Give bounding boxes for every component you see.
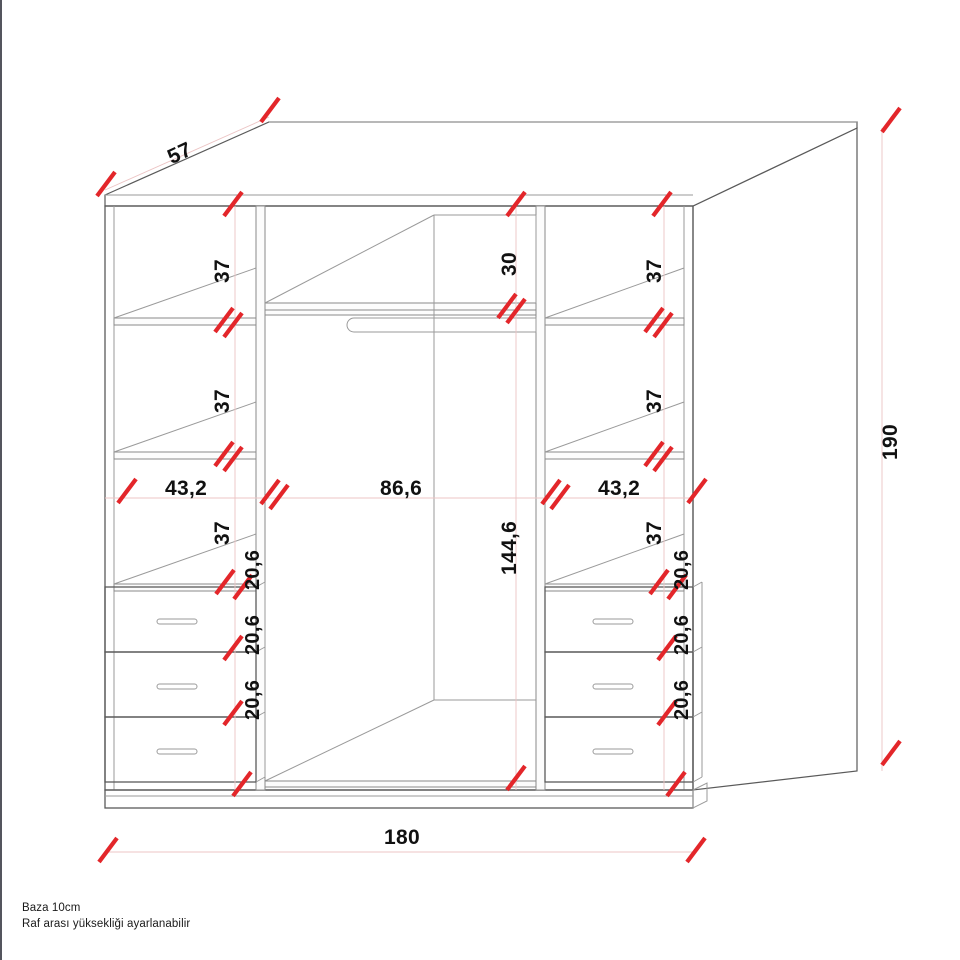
hanging-rod: [346, 317, 537, 333]
dimension-label-left-section-width: 43,2: [165, 477, 208, 500]
dimension-label-center-top-shelf: 30: [498, 252, 521, 276]
dimension-label-center-section-width: 86,6: [380, 477, 423, 500]
dimension-label-right-shelf-3: 37: [643, 521, 666, 545]
dimension-label-left-shelf-2: 37: [211, 389, 234, 413]
left-drawer-handles: [156, 618, 198, 755]
note-adjustable-shelves: Raf arası yüksekliği ayarlanabilir: [22, 918, 191, 930]
extension-lines: [104, 116, 883, 853]
dimension-label-overall-width: 180: [384, 826, 420, 849]
dimension-label-right-drawer-1: 20,6: [671, 549, 693, 590]
right-drawer-handles: [592, 618, 634, 755]
dimension-label-right-drawer-2: 20,6: [671, 614, 693, 655]
dimension-label-left-shelf-3: 37: [211, 521, 234, 545]
center-top-shelf: [264, 214, 537, 316]
left-drawer-3: [104, 716, 257, 783]
left-drawer-stack: [104, 581, 266, 783]
right-drawer-stack: [544, 581, 703, 783]
dimension-label-overall-height: 190: [879, 424, 902, 460]
dimension-label-right-shelf-1: 37: [643, 259, 666, 283]
drawing-notes: Baza 10cm Raf arası yüksekliği ayarlanab…: [22, 900, 190, 932]
right-drawer-3: [544, 716, 694, 783]
center-floor: [264, 699, 537, 788]
dimension-label-left-drawer-2: 20,6: [242, 614, 264, 655]
dimension-label-left-drawer-3: 20,6: [242, 679, 264, 720]
dimension-label-left-shelf-1: 37: [211, 259, 234, 283]
dimension-label-center-hanging-height: 144,6: [498, 520, 521, 575]
base-plinth: [104, 782, 708, 809]
dimension-label-right-drawer-3: 20,6: [671, 679, 693, 720]
dimension-ticks: [95, 96, 902, 864]
note-base-height: Baza 10cm: [22, 902, 81, 914]
dimension-label-left-drawer-1: 20,6: [242, 549, 264, 590]
dimension-label-right-shelf-2: 37: [643, 389, 666, 413]
right-side-panel: [692, 127, 858, 791]
dimension-label-right-section-width: 43,2: [598, 477, 641, 500]
